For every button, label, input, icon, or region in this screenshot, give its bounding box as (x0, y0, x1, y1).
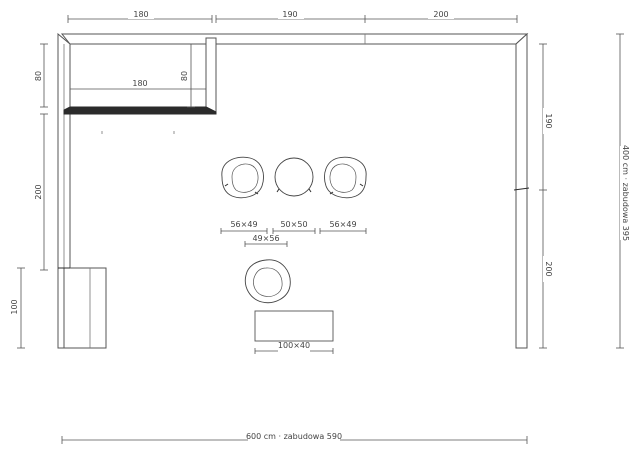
furniture (221, 156, 367, 342)
chair-bottom (244, 259, 291, 304)
label-top-left: 180 (133, 10, 148, 19)
label-chair-bottom: 49×56 (252, 234, 279, 243)
label-right-upper: 190 (544, 113, 553, 128)
label-chair-right: 56×49 (329, 220, 356, 229)
label-chair-middle: 50×50 (280, 220, 307, 229)
label-bottom-total: 600 cm · zabudowa 590 (246, 432, 342, 441)
label-right-lower: 200 (544, 261, 553, 276)
label-left-wall: 200 (34, 184, 43, 199)
label-top-middle: 190 (282, 10, 297, 19)
label-table: 100×40 (278, 341, 310, 350)
label-right-total: 400 cm · zabudowa 395 (621, 145, 630, 241)
label-chair-left: 56×49 (230, 220, 257, 229)
dimension-labels: 180 190 200 80 180 80 200 100 190 200 40… (10, 9, 630, 442)
top-wall (60, 33, 529, 45)
right-wall-joint (513, 187, 530, 191)
upper-cabinet-front (63, 106, 217, 115)
label-upper-depth: 80 (34, 71, 43, 81)
table (254, 310, 334, 342)
label-cabinet-depth: 80 (180, 71, 189, 81)
walls (57, 32, 530, 349)
chair-right (324, 156, 367, 199)
label-cabinet-width: 180 (132, 79, 147, 88)
upper-cabinet-space (69, 43, 207, 108)
chair-middle (274, 157, 314, 197)
upper-cabinet-side (205, 37, 217, 113)
right-wall (515, 32, 528, 349)
label-top-right: 200 (433, 10, 448, 19)
chair-left (221, 156, 264, 199)
tall-unit-left (63, 267, 107, 349)
label-left-lower: 100 (10, 299, 19, 314)
furniture-labels: 56×49 50×50 56×49 49×56 100×40 (230, 220, 357, 353)
